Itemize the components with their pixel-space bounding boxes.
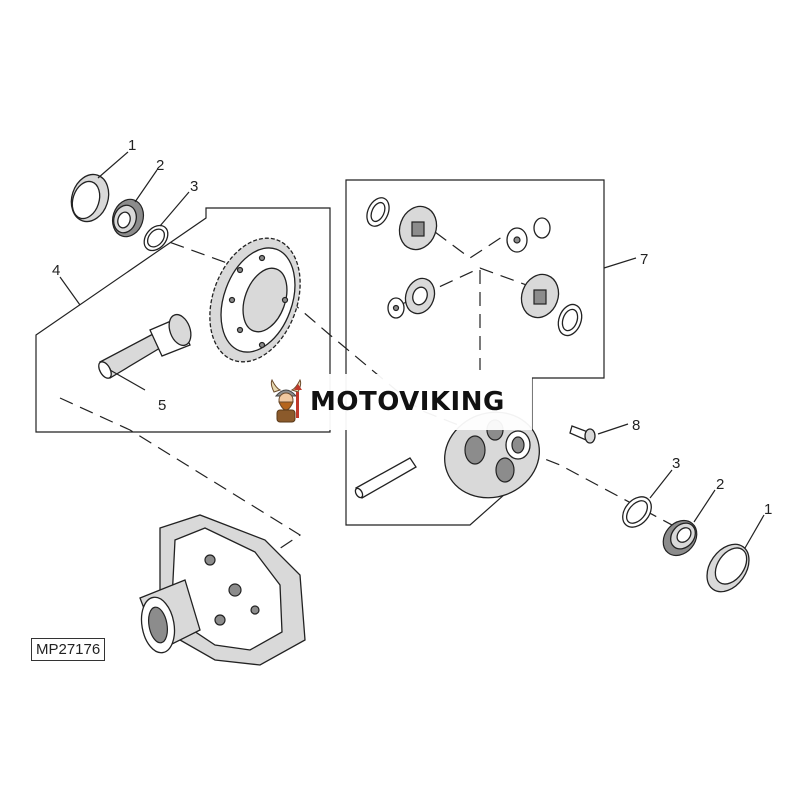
bearing-cone-top: [111, 198, 145, 238]
thrust-washer-2: [533, 217, 551, 239]
leader-bottom-bearing: [693, 489, 716, 523]
callout-top-shim: 3: [190, 178, 198, 195]
leader-diff-kit: [603, 257, 637, 269]
leader-pinion: [109, 369, 146, 391]
leader-bottom-cup: [744, 514, 765, 549]
side-gear-1: [398, 205, 438, 251]
lock-bolt: [569, 425, 596, 444]
leader-top-cup: [97, 151, 129, 179]
callout-bottom-shim: 3: [672, 455, 680, 472]
diff-kit-group-box: [345, 179, 605, 526]
centerline-kit-1: [434, 231, 506, 259]
bearing-cup-bottom: [706, 543, 750, 593]
callout-pinion: 5: [158, 397, 166, 414]
callout-gear-set: 4: [52, 262, 60, 279]
ring-gear: [209, 237, 301, 363]
callout-bottom-bearing: 2: [716, 476, 724, 493]
pinion-gear-1: [404, 277, 436, 315]
shim-top: [143, 224, 169, 252]
bearing-cup-top: [70, 173, 110, 223]
spider-washer-1: [506, 227, 528, 253]
bearing-cone-bottom: [662, 519, 698, 557]
gear-set-group-box: [35, 207, 331, 433]
callout-top-cup: 1: [128, 137, 136, 154]
shim-bottom: [622, 496, 652, 528]
callout-bolt: 8: [632, 417, 640, 434]
side-gear-2: [520, 273, 560, 319]
diagram-id-label: MP27176: [31, 638, 106, 661]
callout-diff-kit: 7: [640, 251, 648, 268]
pinion-shaft: [98, 313, 192, 379]
leader-bolt: [597, 423, 629, 435]
callout-bottom-cup: 1: [764, 501, 772, 518]
centerline-left: [59, 397, 302, 556]
differential-case: [444, 411, 540, 499]
leader-bottom-shim: [649, 469, 673, 499]
thrust-washer-1: [366, 197, 390, 227]
leader-top-shim: [159, 191, 190, 227]
watermark-brand: MOTOVIKING: [310, 387, 505, 417]
viking-mascot-icon: [270, 378, 302, 423]
spider-washer-2: [387, 297, 405, 319]
leader-gear-set: [59, 276, 81, 306]
callout-top-bearing: 2: [156, 157, 164, 174]
axle-housing: [139, 514, 306, 666]
cross-shaft-pin: [354, 457, 417, 499]
thrust-washer-3: [557, 303, 583, 337]
watermark-banner: MOTOVIKING: [266, 374, 532, 430]
leader-top-bearing: [134, 169, 158, 203]
